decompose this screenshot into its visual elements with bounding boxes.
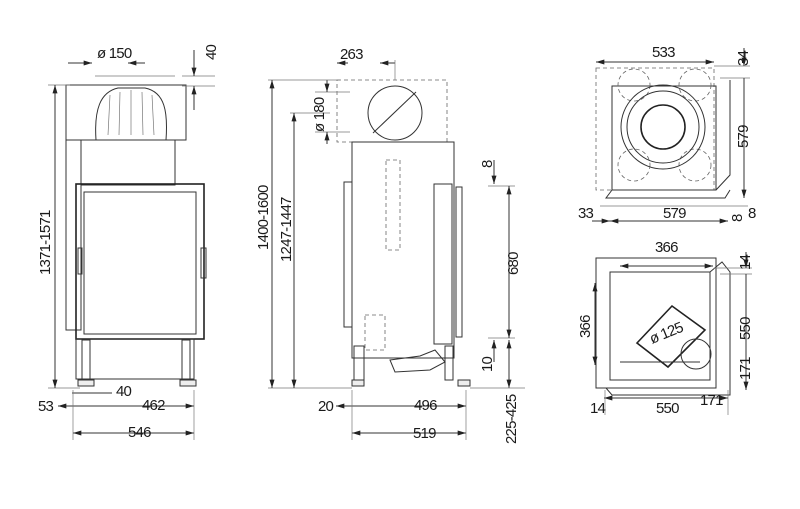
side-air-inlet-circle [367, 85, 423, 141]
front-collector-dome [95, 87, 167, 141]
front-door-frame [75, 183, 205, 340]
top-front-depth-label: 579 [663, 205, 686, 222]
side-door-bottom-gap-label: 10 [479, 356, 496, 372]
side-flue-offset-label: 263 [340, 46, 363, 63]
top-body [611, 85, 717, 191]
front-inner-width-label: 462 [142, 397, 165, 414]
top-flue-opening [640, 104, 686, 150]
bottom-air-inlet-diameter-label: ø 125 [647, 319, 686, 348]
door-handle [200, 247, 207, 279]
side-door-height-label: 680 [505, 252, 522, 275]
side-door-profile [433, 183, 453, 345]
bottom-inner-width-label: 366 [655, 239, 678, 256]
bottom-air-inlet [680, 338, 712, 370]
front-top-offset-label: 40 [203, 44, 220, 60]
bottom-front-width-label: 550 [656, 400, 679, 417]
side-rear-offset-label: 20 [318, 398, 334, 415]
front-height-label: 1371-1571 [37, 210, 54, 275]
bottom-inlet-offset-x-label: 171 [700, 392, 723, 409]
top-view: 533 34 579 33 579 8 8 [578, 44, 757, 224]
top-right-gap-b-label: 8 [748, 205, 756, 222]
bottom-view: 366 14 366 550 ø 125 171 14 550 171 [577, 239, 754, 417]
side-view: 263 ø 180 1400-1600 1247-1447 8 680 10 2… [255, 46, 525, 444]
bottom-left-offset-label: 14 [590, 400, 606, 417]
side-air-inlet-diameter-label: ø 180 [311, 97, 328, 132]
top-right-gap-a-label: 8 [729, 214, 746, 222]
front-body [80, 139, 176, 186]
side-door-top-gap-label: 8 [479, 160, 496, 168]
side-body [351, 141, 455, 359]
front-total-width-label: 546 [128, 424, 151, 441]
front-view: ø 150 40 1371-1571 53 40 462 546 [37, 44, 220, 441]
side-total-height-label: 1400-1600 [255, 185, 272, 250]
side-inner-depth-label: 496 [414, 397, 437, 414]
bottom-inlet-offset-y-label: 171 [737, 357, 754, 380]
top-width-label: 533 [652, 44, 675, 61]
front-glass [83, 191, 197, 335]
bottom-side-depth-label: 550 [737, 317, 754, 340]
top-offset-label: 34 [735, 50, 752, 66]
bottom-top-offset-label: 14 [737, 254, 754, 270]
side-total-depth-label: 519 [413, 425, 436, 442]
top-side-depth-label: 579 [735, 125, 752, 148]
front-top-housing [65, 84, 187, 141]
bottom-inner-depth-label: 366 [577, 315, 594, 338]
side-flue-height-label: 1247-1447 [278, 197, 295, 262]
front-flue-diameter-label: ø 150 [97, 45, 132, 62]
top-left-offset-label: 33 [578, 205, 594, 222]
side-leg-height-label: 225-425 [503, 394, 520, 444]
front-leg-offset-label: 40 [116, 383, 132, 400]
front-left-offset-label: 53 [38, 398, 54, 415]
bottom-air-duct [635, 304, 707, 369]
